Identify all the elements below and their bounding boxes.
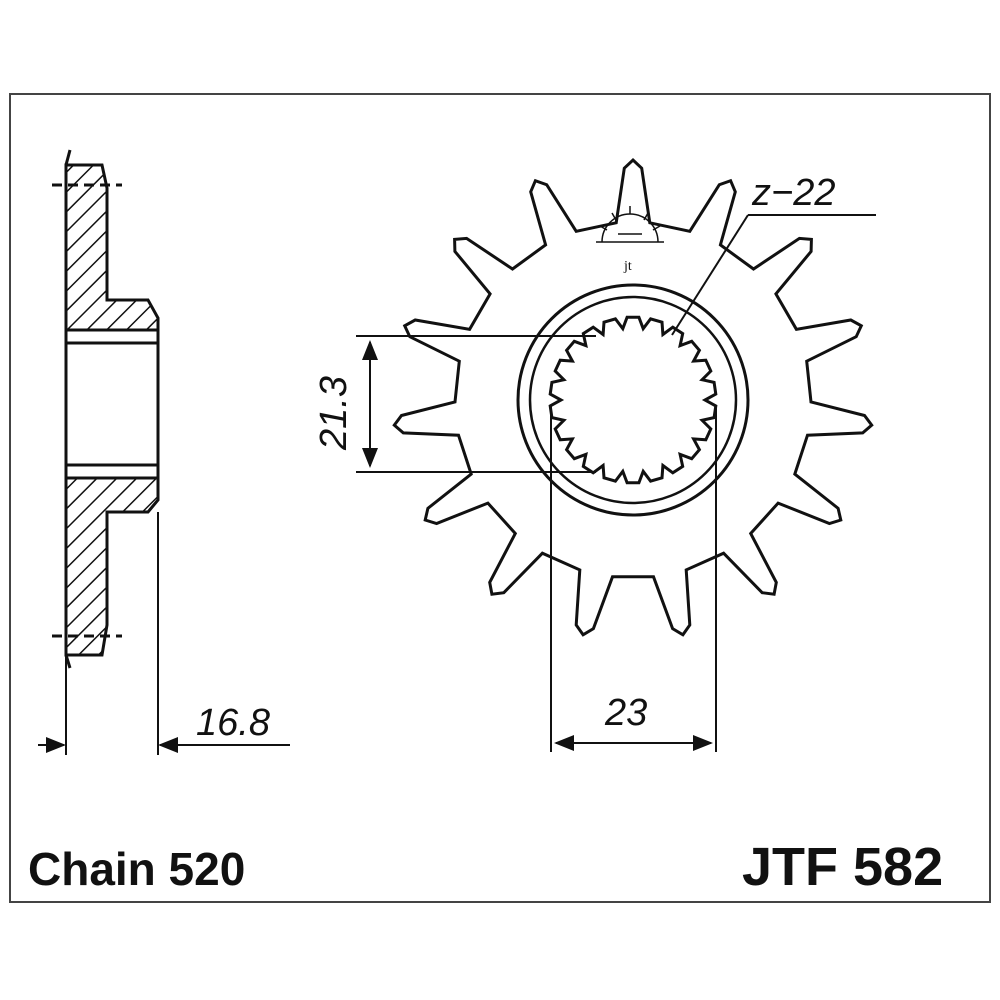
jt-logo [596,206,664,243]
spline-bore [548,315,718,485]
side-bore [64,328,160,480]
part-number: JTF 582 [742,837,943,897]
hub-width-dimension [550,405,717,752]
drawing-frame [9,93,991,903]
hub-width-value: 23 [604,692,647,734]
logo-text: jt [623,259,632,274]
teeth-leader [671,214,876,336]
spline-height-value: 21.3 [313,376,355,451]
thickness-value: 16.8 [196,702,270,744]
hub-outer-ring [516,283,750,517]
front-view [392,157,874,637]
teeth-count-label: z−22 [751,172,835,214]
sprocket-outline [392,157,874,637]
side-lower-section [64,476,160,657]
side-upper-section [64,163,160,332]
spline-height-dimension [356,335,596,473]
side-view [52,149,160,755]
hub-inner-ring [528,295,738,505]
chain-label: Chain 520 [28,843,245,895]
